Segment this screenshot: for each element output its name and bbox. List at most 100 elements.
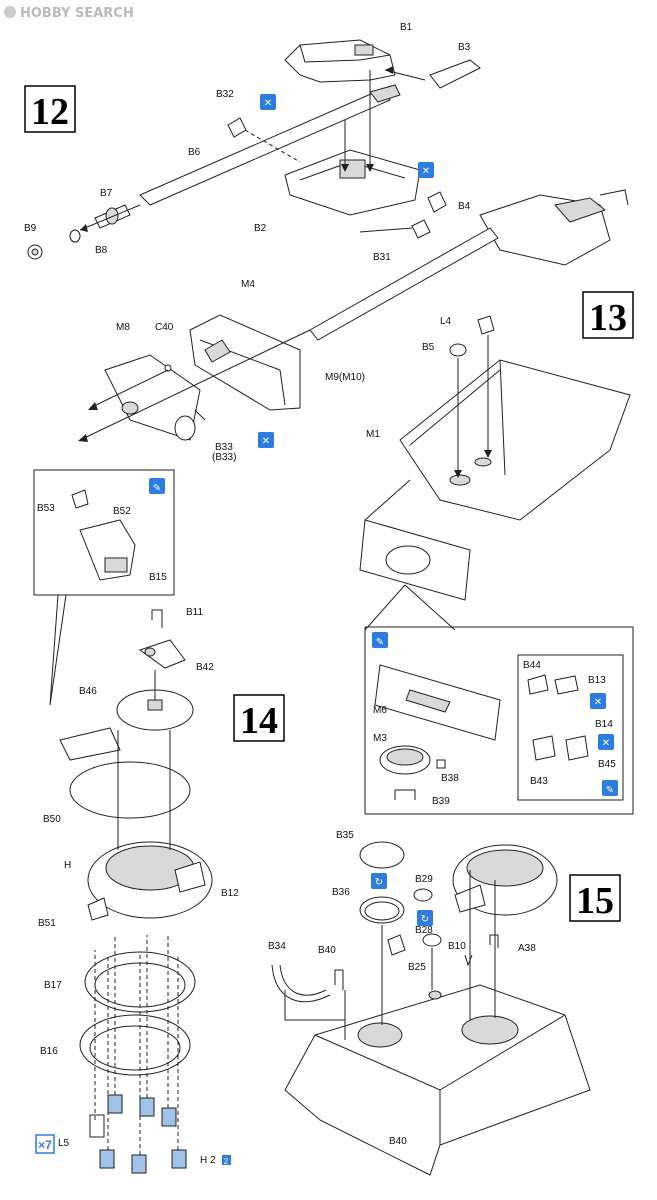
part-b13 (554, 675, 579, 695)
svg-text:A38: A38 (518, 943, 536, 954)
svg-text:12: 12 (31, 91, 69, 133)
part-b29 (413, 888, 433, 902)
svg-text:B34: B34 (268, 941, 286, 952)
svg-text:M3: M3 (373, 733, 387, 744)
svg-text:B42: B42 (196, 662, 214, 673)
glue-icon: ✕ (418, 162, 434, 178)
part-b10-a38 (464, 934, 499, 967)
svg-text:L5: L5 (58, 1138, 70, 1149)
brush-icon: ✎ (149, 478, 165, 494)
svg-text:B7: B7 (100, 188, 113, 199)
svg-text:15: 15 (576, 880, 614, 922)
svg-text:B2: B2 (254, 223, 267, 234)
part-b51 (87, 897, 109, 921)
part-b36 (359, 896, 405, 924)
svg-text:B44: B44 (523, 660, 541, 671)
glue-icon: ✕ (258, 432, 274, 448)
part-b44 (527, 674, 549, 695)
svg-text:B16: B16 (40, 1046, 58, 1057)
part-b9 (27, 244, 43, 260)
part-b40 (334, 969, 344, 990)
part-b6-barrel (139, 84, 401, 206)
part-b42 (138, 639, 186, 669)
part-b3 (384, 59, 481, 89)
glue-icon: ✕ (590, 693, 606, 709)
svg-text:L4: L4 (440, 316, 452, 327)
svg-text:M8: M8 (116, 322, 130, 333)
svg-text:✕: ✕ (602, 738, 610, 749)
part-b4 (427, 191, 447, 213)
part-b28 (422, 933, 442, 947)
svg-text:M4: M4 (241, 279, 255, 290)
svg-text:B17: B17 (44, 980, 62, 991)
part-b16 (79, 1014, 191, 1076)
svg-text:2: 2 (224, 1157, 229, 1166)
rotate-icon: ↻ (371, 873, 387, 889)
svg-text:M6: M6 (373, 705, 387, 716)
svg-text:B1: B1 (400, 22, 413, 33)
svg-text:(B33): (B33) (212, 452, 236, 463)
brush-icon: ✎ (372, 632, 388, 648)
part-cupola-assembled (452, 844, 558, 916)
svg-text:B38: B38 (441, 773, 459, 784)
part-m3 (379, 745, 431, 775)
glue-icon: ✕ (260, 94, 276, 110)
svg-text:B32: B32 (216, 89, 234, 100)
brush-icon: ✎ (602, 780, 618, 796)
svg-text:✕: ✕ (594, 697, 602, 708)
part-b31 (359, 219, 431, 239)
part-b5 (449, 343, 467, 478)
svg-text:B35: B35 (336, 830, 354, 841)
part-b1-mantlet (284, 39, 396, 83)
svg-text:B25: B25 (408, 962, 426, 973)
glue-icon: ✕ (598, 734, 614, 750)
part-b53 (71, 489, 89, 509)
assembly-arrows-14 (94, 670, 179, 1155)
svg-text:B29: B29 (415, 874, 433, 885)
svg-text:B50: B50 (43, 814, 61, 825)
svg-text:B14: B14 (595, 719, 613, 730)
part-l4 (477, 315, 495, 458)
part-b25 (387, 934, 406, 956)
svg-text:B33: B33 (215, 442, 233, 453)
svg-text:B4: B4 (458, 201, 471, 212)
svg-text:✕: ✕ (422, 166, 430, 177)
svg-text:B36: B36 (332, 887, 350, 898)
assembly-arrows-15 (284, 870, 496, 1040)
part-m4-mantlet (189, 314, 301, 411)
svg-text:B12: B12 (221, 888, 239, 899)
repeat-count-icon: ×7 (35, 1134, 55, 1154)
rotate-icon: ↻ (417, 910, 433, 926)
svg-text:B43: B43 (530, 776, 548, 787)
step-15-box: 15 (569, 874, 621, 922)
svg-text:✎: ✎ (606, 785, 614, 796)
assembly-arrow (89, 369, 169, 409)
detail-leader (364, 584, 406, 631)
svg-text:B51: B51 (38, 918, 56, 929)
svg-text:✕: ✕ (262, 436, 270, 447)
svg-text:B31: B31 (373, 252, 391, 263)
svg-text:B15: B15 (149, 572, 167, 583)
svg-text:C40: C40 (155, 322, 174, 333)
svg-text:B10: B10 (448, 941, 466, 952)
svg-text:✕: ✕ (264, 98, 272, 109)
svg-text:B9: B9 (24, 223, 37, 234)
svg-text:H: H (64, 860, 71, 871)
svg-text:13: 13 (589, 297, 627, 339)
part-b45 (565, 735, 589, 761)
assembled-gun (309, 189, 629, 341)
part-c40 (164, 364, 172, 372)
svg-text:B53: B53 (37, 503, 55, 514)
svg-text:B45: B45 (598, 759, 616, 770)
part-labels: B1 B3 B32 B6 B7 B9 B8 B2 B4 B31 M4 M8 C4… (24, 22, 616, 1166)
svg-text:HOBBY SEARCH: HOBBY SEARCH (20, 6, 134, 21)
svg-text:M1: M1 (366, 429, 380, 440)
svg-text:B3: B3 (458, 42, 471, 53)
part-b52-b15 (79, 519, 136, 581)
part-b39 (394, 789, 416, 800)
svg-text:B40: B40 (389, 1136, 407, 1147)
svg-text:B52: B52 (113, 506, 131, 517)
part-b11 (151, 609, 163, 628)
